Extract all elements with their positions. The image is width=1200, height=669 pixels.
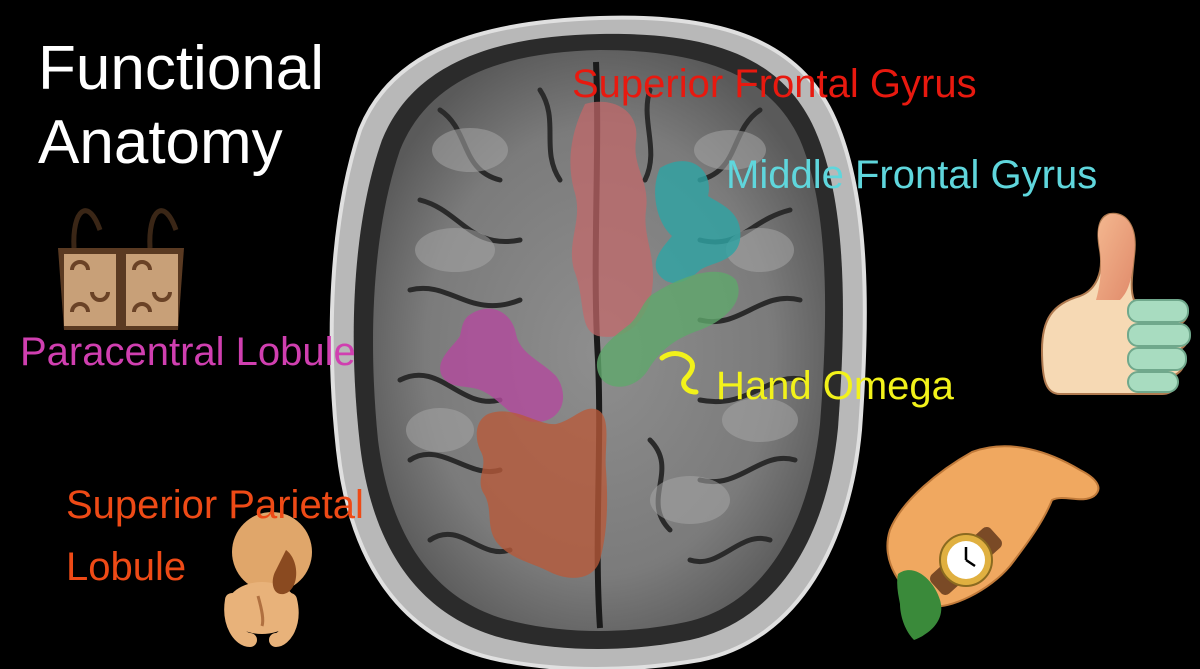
spl-label-line-2: Lobule: [66, 545, 187, 589]
thumbs-up-icon: [1040, 212, 1191, 395]
spl-overlay: [476, 408, 608, 578]
sfg-overlay: [570, 101, 654, 337]
paracentral-lobule-label: Paracentral Lobule: [20, 330, 356, 374]
gyri-highlights: [406, 128, 798, 524]
superior-parietal-lobule-label: Superior Parietal Lobule: [66, 474, 446, 598]
superior-frontal-gyrus-label: Superior Frontal Gyrus: [572, 62, 977, 106]
wristwatch-hand-icon: [886, 445, 1100, 640]
hand-omega-marker: [659, 351, 699, 395]
page-title: Functional Anatomy: [38, 32, 324, 180]
hand-omega-label: Hand Omega: [716, 364, 954, 408]
baby-bending-icon: [224, 512, 312, 647]
hand-overlay: [596, 271, 739, 387]
spl-label-line-1: Superior Parietal: [66, 483, 364, 527]
title-line-2: Anatomy: [38, 108, 283, 177]
pcl-overlay: [440, 308, 564, 423]
title-line-1: Functional: [38, 34, 325, 103]
middle-frontal-gyrus-label: Middle Frontal Gyrus: [726, 153, 1098, 197]
mfg-overlay: [655, 161, 741, 283]
tote-bag-icon: [58, 208, 184, 330]
